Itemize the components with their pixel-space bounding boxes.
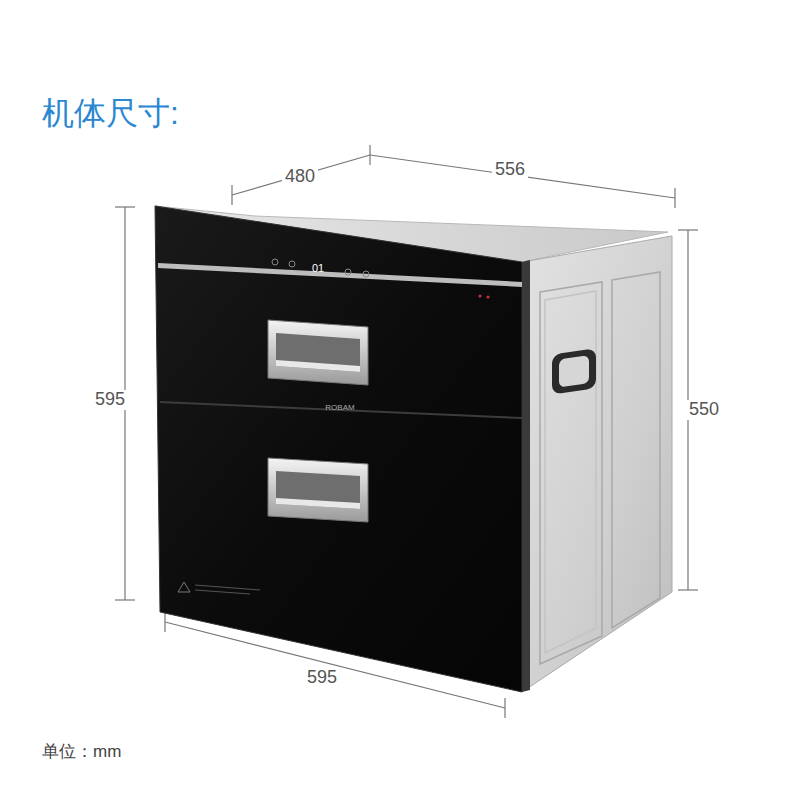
unit-note: 单位：mm (42, 743, 121, 762)
dimension-value: 480 (282, 167, 318, 187)
side-panels (540, 272, 660, 664)
side-handle (552, 348, 596, 394)
drawer-handle (268, 458, 368, 522)
panel-edge (522, 260, 530, 692)
dimension-lines (115, 145, 698, 718)
trim-strip (158, 263, 522, 287)
warning-icon (178, 582, 190, 592)
display-digits: 01 (312, 262, 324, 274)
dimension-value: 595 (304, 668, 340, 688)
control-icons (272, 259, 490, 299)
dimension-value: 595 (92, 390, 128, 410)
drawer-handle (268, 320, 368, 385)
housing-side (522, 236, 672, 692)
warning-text-lines (195, 585, 260, 594)
page-title: 机体尺寸: (42, 96, 179, 131)
front-panel (155, 206, 522, 692)
dimension-value: 550 (686, 400, 722, 420)
dimension-value: 556 (492, 160, 528, 180)
drawer-divider (160, 402, 522, 418)
brand-logo: ROBAM (325, 404, 354, 413)
